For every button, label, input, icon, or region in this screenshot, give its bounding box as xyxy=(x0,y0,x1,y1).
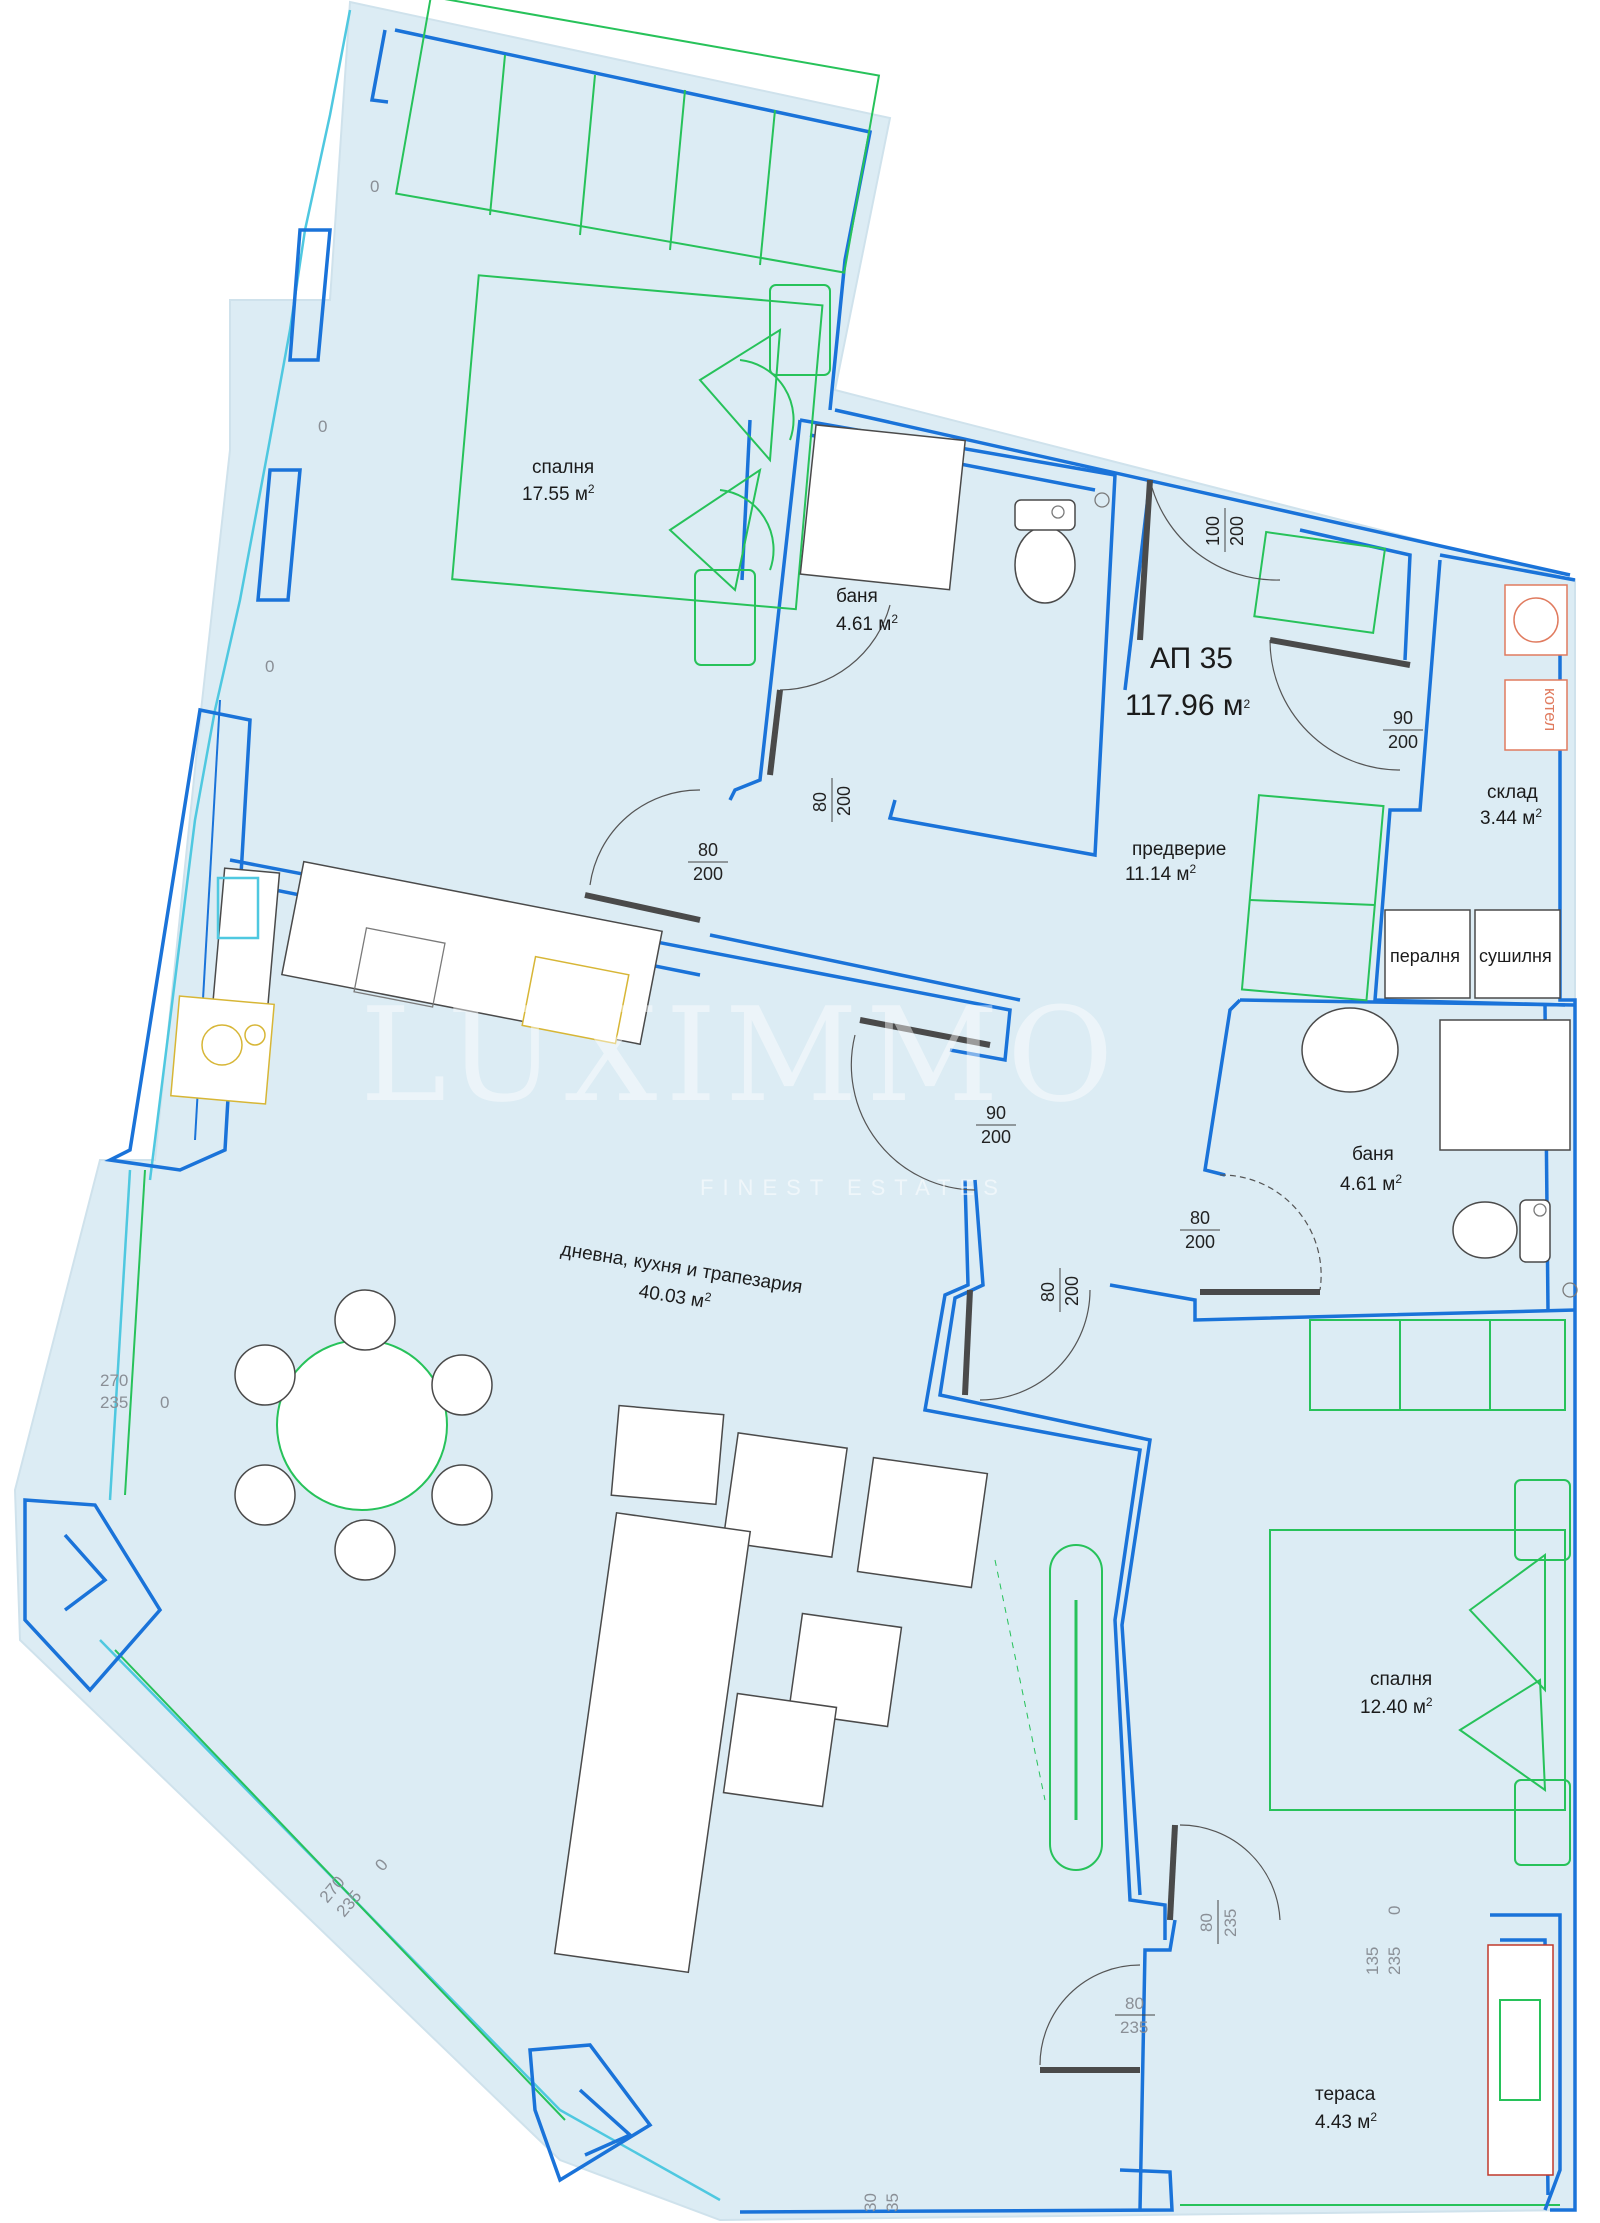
dim-living-width: 90 xyxy=(986,1103,1006,1123)
dim-bath2-height: 200 xyxy=(1185,1232,1215,1252)
dim-window-terrace-zero: 0 xyxy=(1385,1906,1404,1915)
dim-bath1-width: 80 xyxy=(810,792,830,812)
room-bath2-area-value: 4.61 м xyxy=(1340,1174,1395,1195)
dim-window-bottom-a: 30 xyxy=(861,2193,880,2212)
dim-terrace-bed-height: 235 xyxy=(1221,1909,1240,1937)
room-bath2-area: 4.61 м2 xyxy=(1340,1172,1402,1195)
dim-window-left: 270 235 0 xyxy=(100,1371,169,1412)
dim-window-terrace: 135 235 0 xyxy=(1363,1906,1404,1975)
room-bath1-area: 4.61 м2 xyxy=(836,612,898,635)
apartment-area-sup: 2 xyxy=(1244,697,1251,711)
terrace-fixture xyxy=(1487,1944,1554,2176)
dim-entry: 100 200 xyxy=(1203,508,1247,552)
outer-glazing xyxy=(99,9,1560,2206)
room-terrace-area-value: 4.43 м xyxy=(1315,2112,1370,2133)
room-hall-area-value: 11.14 м xyxy=(1125,864,1189,885)
dim-terrace-bed: 80 235 xyxy=(1197,1900,1240,1944)
dim-living: 90 200 xyxy=(976,1103,1016,1147)
dim-bath2: 80 200 xyxy=(1180,1208,1220,1252)
room-bedroom2-area-value: 12.40 м xyxy=(1360,1697,1426,1718)
dim-storage-height: 200 xyxy=(1388,732,1418,752)
dim-window-terrace-bottom: 235 xyxy=(1385,1947,1404,1975)
dim-storage-width: 90 xyxy=(1393,708,1413,728)
apartment-area: 117.96 м2 xyxy=(1125,689,1251,722)
bed-bedroom1 xyxy=(451,274,831,666)
room-bath1-area-sup: 2 xyxy=(891,612,898,626)
exterior-walls xyxy=(23,28,1577,2214)
room-bedroom2-area: 12.40 м2 xyxy=(1360,1695,1433,1718)
room-bath1-area-value: 4.61 м xyxy=(836,614,891,635)
watermark: LUXIMMO FINEST ESTATES xyxy=(360,979,1121,1200)
apartment-area-value: 117.96 м xyxy=(1125,689,1244,722)
dim-window-bottom-b: 35 xyxy=(883,2193,902,2212)
kitchen xyxy=(170,860,663,1105)
dryer-label: сушилня xyxy=(1479,946,1552,966)
room-terrace-name: тераса xyxy=(1315,2084,1376,2105)
room-bedroom1-area-value: 17.55 м xyxy=(522,484,588,505)
dim-window-left-bottom: 235 xyxy=(100,1393,128,1412)
watermark-subtitle: FINEST ESTATES xyxy=(700,1175,1007,1200)
dim-bath1-height: 200 xyxy=(834,786,854,816)
room-bedroom1-area-sup: 2 xyxy=(588,482,595,496)
room-bedroom2-name: спалня xyxy=(1370,1669,1432,1690)
dim-bed1-width: 80 xyxy=(698,840,718,860)
door-swings xyxy=(584,479,1411,2073)
dining-set xyxy=(234,1289,493,1581)
watermark-text: LUXIMMO xyxy=(360,979,1121,1131)
wardrobes xyxy=(394,0,1566,1411)
room-living-area-sup: 2 xyxy=(704,1290,713,1305)
dim-entry-height: 200 xyxy=(1227,516,1247,546)
room-hall-area: 11.14 м2 xyxy=(1125,862,1196,885)
room-storage-area-value: 3.44 м xyxy=(1480,808,1535,829)
room-storage-name: склад xyxy=(1487,782,1538,803)
dim-entry-width: 100 xyxy=(1203,516,1223,546)
dim-window-bottom: 30 35 xyxy=(861,2193,902,2212)
room-bath2-name: баня xyxy=(1352,1144,1394,1165)
room-storage-area-sup: 2 xyxy=(1535,806,1542,820)
window-zero-mark-1: 0 xyxy=(370,177,379,196)
dim-bed1-height: 200 xyxy=(693,864,723,884)
room-bedroom2-area-sup: 2 xyxy=(1426,1695,1433,1709)
room-storage-area: 3.44 м2 xyxy=(1480,806,1542,829)
room-hall-name: предверие xyxy=(1132,839,1226,860)
door-dimensions: 100 200 80 200 80 200 90 200 90 200 xyxy=(688,508,1423,2037)
dim-terrace-bed-width: 80 xyxy=(1197,1913,1216,1932)
bed-bedroom2 xyxy=(1269,1479,1571,1866)
dim-window-left-top: 270 xyxy=(100,1371,128,1390)
window-zero-mark-2: 0 xyxy=(318,417,327,436)
room-hall-area-sup: 2 xyxy=(1189,862,1196,876)
dim-bath1: 80 200 xyxy=(810,778,854,822)
bath1-fixtures xyxy=(799,424,1110,604)
dim-bed2: 80 200 xyxy=(1038,1268,1082,1312)
room-bedroom1-name: спалня xyxy=(532,457,594,478)
floor-area xyxy=(13,0,1576,2222)
dim-bed2-width: 80 xyxy=(1038,1282,1058,1302)
dim-bed1: 80 200 xyxy=(688,840,728,884)
dim-storage: 90 200 xyxy=(1383,708,1423,752)
room-terrace-area: 4.43 м2 xyxy=(1315,2110,1377,2133)
dim-window-terrace-top: 135 xyxy=(1363,1947,1382,1975)
room-bedroom1-area: 17.55 м2 xyxy=(522,482,595,505)
dim-terrace-liv-width: 80 xyxy=(1125,1994,1144,2013)
dim-window-left-zero: 0 xyxy=(160,1393,169,1412)
apartment-title: АП 35 xyxy=(1150,642,1233,675)
dim-terrace-liv: 80 235 xyxy=(1115,1994,1155,2037)
window-zero-mark-3: 0 xyxy=(265,657,274,676)
boiler-label: котел xyxy=(1541,688,1560,731)
dim-bed2-height: 200 xyxy=(1062,1276,1082,1306)
dim-bath2-width: 80 xyxy=(1190,1208,1210,1228)
bath2-fixtures xyxy=(1301,1007,1578,1298)
dim-living-height: 200 xyxy=(981,1127,1011,1147)
room-terrace-area-sup: 2 xyxy=(1370,2110,1377,2124)
room-bath1-name: баня xyxy=(836,586,878,607)
washer-label: пералня xyxy=(1390,946,1460,966)
laundry xyxy=(1384,584,1568,999)
living-furniture xyxy=(553,1404,1103,1974)
room-bath2-area-sup: 2 xyxy=(1395,1172,1402,1186)
dim-terrace-liv-height: 235 xyxy=(1120,2018,1148,2037)
